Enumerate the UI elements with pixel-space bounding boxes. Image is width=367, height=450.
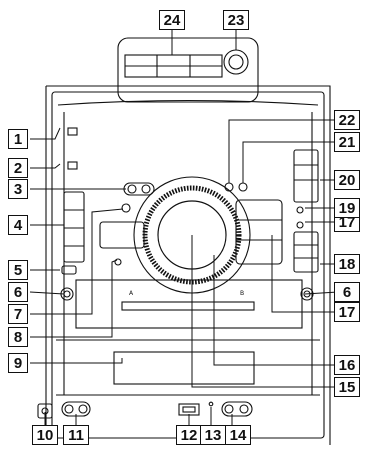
callout-12: 12 [176,425,202,445]
left-display [99,221,145,249]
transport-panel [235,199,283,265]
jog-dial-outer [133,176,251,294]
callout-9: 9 [8,353,28,373]
callout-2: 2 [8,158,28,178]
top-console [117,37,259,103]
callout-4: 4 [8,215,28,235]
leader-lines [29,119,339,425]
usb-port [178,403,200,416]
jog-dial-center [157,200,227,270]
disc-slot [121,301,255,311]
leader-15 [191,235,334,388]
callout-18: 18 [334,254,360,274]
leader-8 [30,259,118,338]
callout-24: 24 [159,10,185,30]
lower-door [113,351,255,385]
callout-15: 15 [334,377,360,397]
left-preset-column [63,191,85,263]
leader-16 [213,255,334,366]
leader-2 [30,163,61,169]
right-upper-column [293,149,319,203]
callout-7: 7 [8,304,28,324]
deck-band [75,279,303,329]
leader-7 [30,208,124,315]
deck-b-mark: B [240,290,244,297]
leader-6l [29,291,65,295]
leader-17b [271,235,334,313]
callout-22: 22 [334,110,360,130]
leader-9 [30,358,123,364]
callout-23: 23 [223,10,249,30]
device-body [37,37,331,445]
callout-6-left: 6 [8,282,28,302]
callout-21: 21 [334,132,360,152]
callout-20: 20 [334,170,360,190]
callout-1: 1 [8,129,28,149]
callout-13: 13 [200,425,226,445]
right-lower-column [293,231,319,273]
callout-10: 10 [32,425,58,445]
leader-21 [242,141,334,183]
callout-6-right: 6 [334,282,360,302]
leader-1 [30,127,61,140]
callout-11: 11 [63,425,89,445]
jog-dial-ring [142,185,242,285]
callout-19: 19 [334,198,360,218]
callout-16: 16 [334,355,360,375]
top-knob [223,49,249,75]
callout-17-lower: 17 [334,302,360,322]
deck-a-mark: A [129,290,134,297]
leader-22 [228,119,334,183]
callout-8: 8 [8,327,28,347]
callout-3: 3 [8,179,28,199]
callout-14: 14 [225,425,251,445]
cabinet-outline-right [46,85,331,445]
callout-5: 5 [8,260,28,280]
